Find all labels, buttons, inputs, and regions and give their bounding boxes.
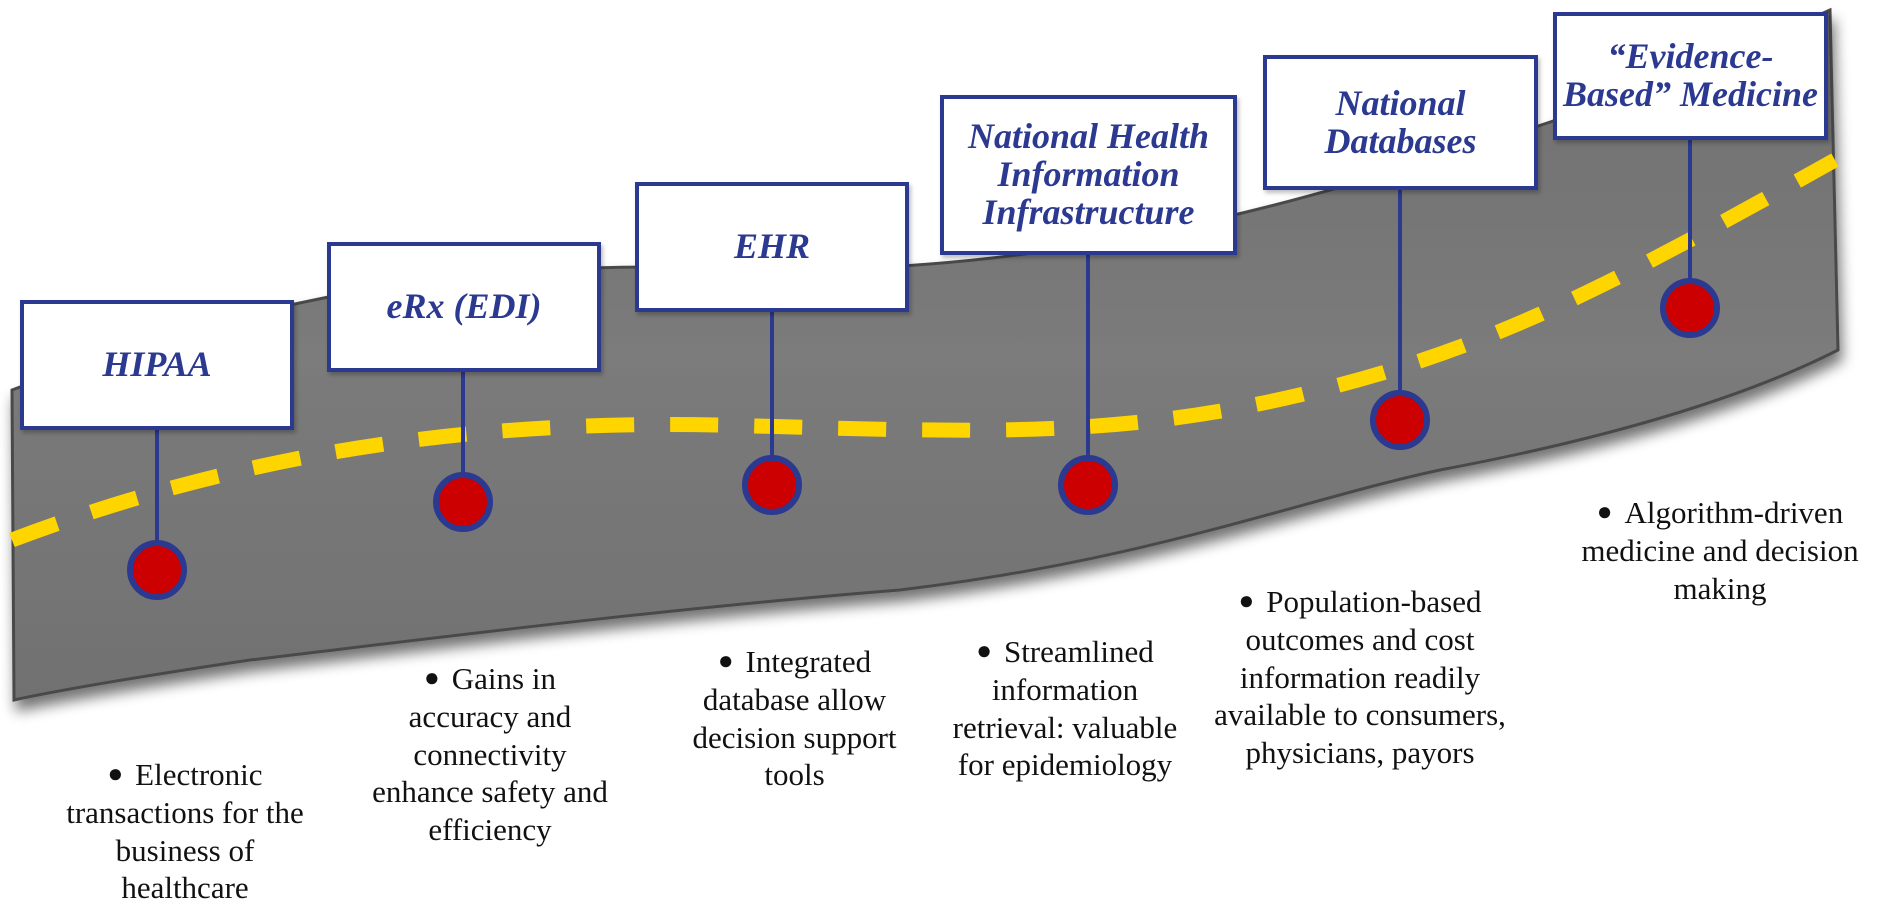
milestone-box-hipaa: HIPAA: [20, 300, 294, 430]
milestone-desc-ebm: ●Algorithm-driven medicine and decision …: [1581, 495, 1859, 606]
milestone-marker-erx: [433, 472, 493, 532]
milestone-desc-natdb: ●Population-based outcomes and cost info…: [1214, 584, 1506, 771]
milestone-marker-natdb: [1370, 390, 1430, 450]
bullet-icon: ●: [1238, 586, 1255, 615]
bullet-icon: ●: [976, 636, 992, 665]
milestone-desc-ehr: ●Integrated database allow decision supp…: [692, 644, 897, 793]
milestone-title-hipaa: HIPAA: [102, 344, 212, 385]
milestone-markers: [127, 278, 1720, 600]
milestone-desc-hipaa: ●Electronic transactions for the busines…: [66, 757, 304, 905]
bullet-icon: ●: [107, 759, 124, 788]
milestone-title-natdb: National Databases: [1324, 82, 1477, 161]
milestone-marker-nhii: [1058, 455, 1118, 515]
milestone-marker-ebm: [1660, 278, 1720, 338]
bullet-icon: ●: [717, 646, 734, 675]
milestone-title-ehr: EHR: [733, 226, 811, 267]
milestone-title-erx: eRx (EDI): [386, 286, 542, 327]
milestone-marker-hipaa: [127, 540, 187, 600]
milestone-title-nhii: National Health Information Infrastructu…: [967, 116, 1210, 232]
milestone-box-erx: eRx (EDI): [327, 242, 601, 372]
milestone-desc-nhii: ●Streamlined information retrieval: valu…: [952, 634, 1178, 783]
milestone-box-nhii: National Health Information Infrastructu…: [940, 95, 1237, 255]
milestone-box-ebm: “Evidence-Based” Medicine: [1553, 12, 1828, 140]
bullet-icon: ●: [1596, 497, 1613, 526]
road-center-line: [9, 153, 1839, 548]
milestone-desc-erx: ●Gains in accuracy and connectivity enha…: [372, 661, 608, 848]
milestone-title-ebm: “Evidence-Based” Medicine: [1563, 36, 1818, 114]
milestone-box-ehr: EHR: [635, 182, 909, 312]
milestone-box-natdb: National Databases: [1263, 55, 1538, 190]
milestone-marker-ehr: [742, 455, 802, 515]
bullet-icon: ●: [424, 663, 440, 692]
